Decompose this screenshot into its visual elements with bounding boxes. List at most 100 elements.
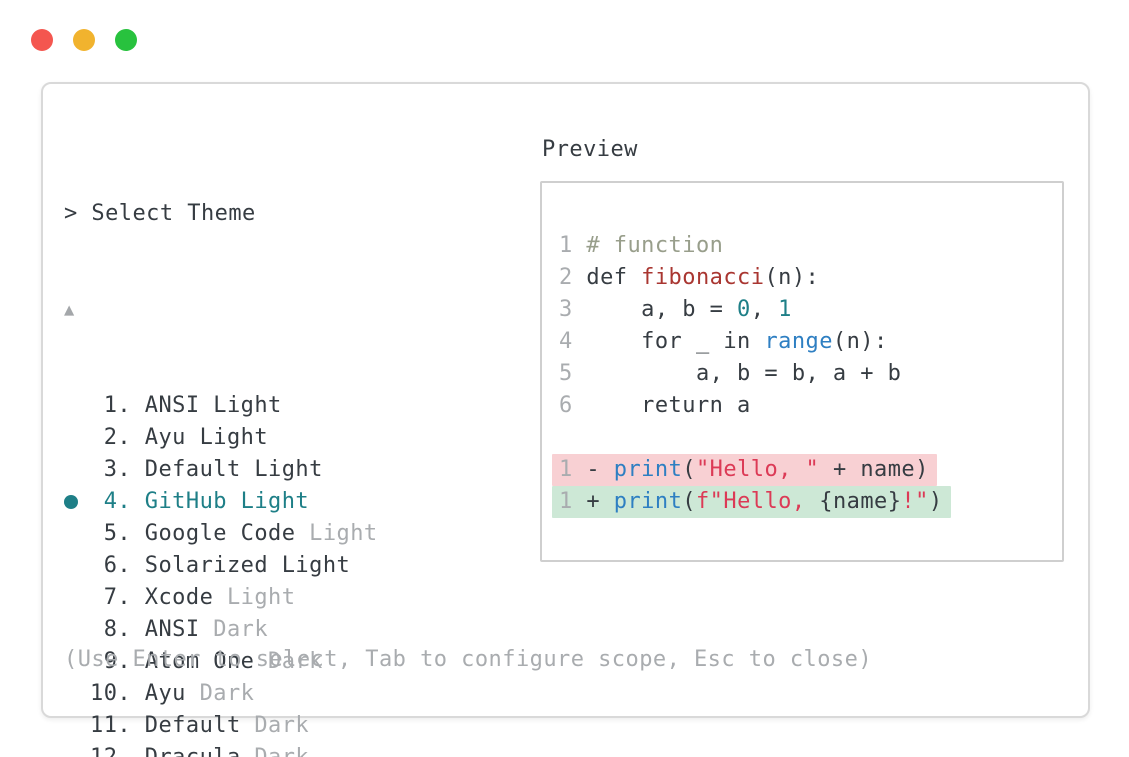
theme-item-name: Dracula (131, 745, 241, 757)
theme-item-10[interactable]: 10. Ayu Dark (64, 678, 534, 710)
theme-item-number: 10. (90, 681, 132, 706)
theme-selector-column: > Select Theme ▲ 1. ANSI Light 2. Ayu Li… (64, 134, 534, 757)
theme-item-1[interactable]: 1. ANSI Light (64, 390, 534, 422)
code-line: 4 for _ in range(n): (559, 326, 1062, 358)
theme-item-variant: Dark (185, 681, 255, 706)
theme-item-12[interactable]: 12. Dracula Dark (64, 742, 534, 757)
token-tx: a, b = b, a + b (586, 361, 902, 386)
token-ln: 3 (559, 297, 587, 322)
theme-item-number: 12. (90, 745, 131, 757)
token-tx: + name) (819, 457, 929, 482)
token-fn: fibonacci (641, 265, 765, 290)
item-gutter (64, 710, 90, 742)
item-gutter (64, 422, 90, 454)
diff-line-added: 1 + print(f"Hello, {name}!") (552, 486, 1062, 518)
item-gutter (64, 518, 90, 550)
token-ln: 5 (559, 361, 587, 386)
token-tx: (n): (832, 329, 888, 354)
theme-list: 1. ANSI Light 2. Ayu Light 3. Default Li… (64, 390, 534, 757)
theme-item-number: 11. (90, 713, 132, 738)
token-cm: # function (586, 233, 724, 258)
token-str: f"Hello, (695, 489, 820, 514)
token-tx: ( (682, 457, 696, 482)
diff-highlight: 1 + print(f"Hello, {name}!") (552, 486, 951, 518)
theme-item-name: Solarized Light (131, 553, 351, 578)
theme-item-name: Default Light (131, 457, 323, 482)
theme-item-variant: Dark (241, 745, 309, 757)
theme-item-number: 8. (90, 617, 132, 642)
theme-item-number: 4. (90, 489, 132, 514)
token-num: 1 (778, 297, 792, 322)
close-button[interactable] (31, 29, 53, 51)
theme-item-9[interactable]: 9. Atom One Dark (64, 646, 534, 678)
theme-item-4[interactable]: 4. GitHub Light (64, 486, 534, 518)
theme-item-7[interactable]: 7. Xcode Light (64, 582, 534, 614)
token-call: print (613, 489, 683, 514)
theme-item-variant: Light (295, 521, 378, 546)
item-gutter (64, 582, 90, 614)
scroll-up-icon[interactable]: ▲ (64, 300, 75, 320)
theme-selector-panel: > Select Theme ▲ 1. ANSI Light 2. Ayu Li… (41, 82, 1090, 757)
token-tx: ( (682, 489, 696, 514)
token-tx: - (572, 457, 614, 482)
code-line: 1 # function (559, 230, 1062, 262)
diff-line-removed: 1 - print("Hello, " + name) (552, 454, 1062, 486)
maximize-button[interactable] (115, 29, 137, 51)
token-ln: 4 (559, 329, 587, 354)
token-tx: def (586, 265, 642, 290)
theme-item-number: 1. (90, 393, 132, 418)
theme-item-number: 7. (90, 585, 132, 610)
theme-item-number: 9. (90, 649, 132, 674)
theme-item-11[interactable]: 11. Default Dark (64, 710, 534, 742)
token-call: print (613, 457, 683, 482)
item-gutter (64, 550, 90, 582)
token-tx: for _ in (586, 329, 765, 354)
theme-item-variant: Dark (240, 713, 310, 738)
code-line: 5 a, b = b, a + b (559, 358, 1062, 390)
theme-item-6[interactable]: 6. Solarized Light (64, 550, 534, 582)
theme-item-name: ANSI (131, 617, 200, 642)
theme-item-2[interactable]: 2. Ayu Light (64, 422, 534, 454)
token-ln: 1 (559, 457, 573, 482)
theme-item-name: Ayu Light (131, 425, 269, 450)
theme-item-name: Default (131, 713, 241, 738)
theme-item-variant: Dark (254, 649, 323, 674)
select-theme-prompt: > Select Theme (64, 201, 256, 226)
theme-item-number: 5. (90, 521, 132, 546)
selected-dot-icon (64, 495, 78, 509)
theme-item-number: 2. (90, 425, 132, 450)
theme-item-5[interactable]: 5. Google Code Light (64, 518, 534, 550)
code-line: 3 a, b = 0, 1 (559, 294, 1062, 326)
selected-item-bullet (64, 486, 90, 518)
window-controls (31, 29, 137, 51)
theme-item-name: Atom One (131, 649, 255, 674)
item-gutter (64, 390, 90, 422)
theme-item-name: Xcode (131, 585, 214, 610)
theme-item-name: Google Code (131, 521, 296, 546)
token-str: "Hello, " (695, 457, 820, 482)
item-gutter (64, 454, 90, 486)
preview-label: Preview (542, 137, 638, 162)
code-line: 6 return a (559, 390, 1062, 422)
token-ln: 1 (559, 233, 587, 258)
token-ln: 6 (559, 393, 587, 418)
code-line: 2 def fibonacci(n): (559, 262, 1062, 294)
theme-item-3[interactable]: 3. Default Light (64, 454, 534, 486)
token-num: 0 (737, 297, 751, 322)
token-tx: a, b = (586, 297, 738, 322)
token-call: range (764, 329, 833, 354)
token-tx: + (572, 489, 614, 514)
item-gutter (64, 678, 90, 710)
minimize-button[interactable] (73, 29, 95, 51)
theme-item-8[interactable]: 8. ANSI Dark (64, 614, 534, 646)
theme-item-name: GitHub Light (131, 489, 310, 514)
token-tx: ) (928, 489, 943, 514)
footer-hint: (Use Enter to select, Tab to configure s… (64, 647, 873, 672)
token-tx: , (750, 297, 779, 322)
theme-item-name: Ayu (131, 681, 186, 706)
theme-item-number: 3. (90, 457, 132, 482)
code-line (559, 422, 1062, 454)
